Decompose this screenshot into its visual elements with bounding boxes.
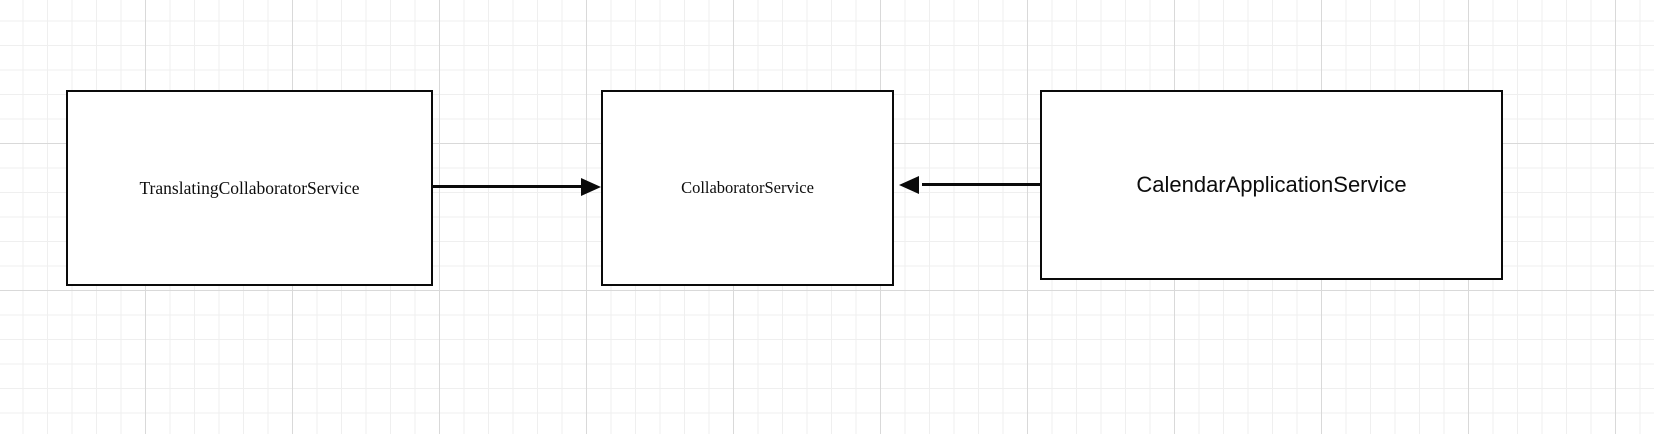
node-translating-collaborator-service[interactable]: TranslatingCollaboratorService xyxy=(66,90,433,286)
arrowhead-right-icon xyxy=(581,177,601,196)
node-collaborator-service[interactable]: CollaboratorService xyxy=(601,90,894,286)
node-label: TranslatingCollaboratorService xyxy=(139,177,360,198)
node-label: CalendarApplicationService xyxy=(1136,172,1407,198)
node-label: CollaboratorService xyxy=(681,177,814,197)
node-calendar-application-service[interactable]: CalendarApplicationService xyxy=(1040,90,1503,280)
edge-calendar-to-collaborator-line xyxy=(922,183,1041,186)
edge-translating-to-collaborator-line xyxy=(433,185,585,188)
arrowhead-left-icon xyxy=(899,175,919,194)
